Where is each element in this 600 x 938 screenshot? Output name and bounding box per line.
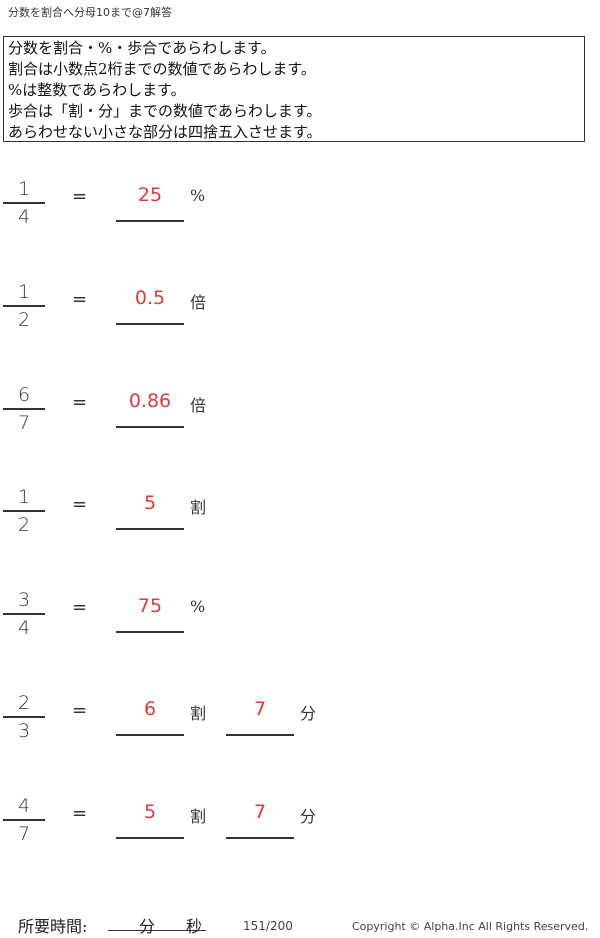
unit-label: % (190, 597, 206, 616)
problem-7: 4 7 = 5 割 7 分 (0, 795, 600, 863)
numerator: 6 (17, 384, 31, 406)
answer-line-2 (226, 734, 294, 736)
fraction-bar (3, 613, 45, 615)
fraction-bar (3, 408, 45, 410)
equals-sign: = (72, 597, 88, 618)
answer-value: 0.86 (128, 390, 172, 412)
denominator: 2 (17, 309, 31, 331)
answer-value: 0.5 (134, 287, 166, 309)
answer-value: 5 (143, 492, 157, 514)
unit-label-2: 分 (300, 807, 317, 826)
answer-line (116, 323, 184, 325)
answer-line-2 (226, 837, 294, 839)
instructions-box: 分数を割合・%・歩合であらわします。 割合は小数点2桁までの数値であらわします。… (3, 36, 585, 142)
unit-label: 倍 (190, 396, 207, 415)
fraction-bar (3, 819, 45, 821)
answer-line (116, 631, 184, 633)
numerator: 4 (17, 795, 31, 817)
fraction-bar (3, 716, 45, 718)
answer-value: 5 (143, 801, 157, 823)
equals-sign: = (72, 803, 88, 824)
fraction-bar (3, 202, 45, 204)
problem-5: 3 4 = 75 % (0, 589, 600, 657)
seconds-label: 秒 (186, 917, 203, 936)
answer-line (116, 426, 184, 428)
time-line (108, 930, 206, 931)
instruction-line: あらわせない小さな部分は四捨五入させます。 (8, 123, 322, 141)
numerator: 1 (17, 281, 31, 303)
worksheet-title: 分数を割合へ分母10まで@7解答 (8, 6, 172, 19)
answer-value-2: 7 (253, 698, 267, 720)
denominator: 2 (17, 514, 31, 536)
answer-line (116, 528, 184, 530)
instruction-line: %は整数であらわします。 (8, 81, 186, 99)
problem-4: 1 2 = 5 割 (0, 486, 600, 554)
denominator: 7 (17, 412, 31, 434)
numerator: 2 (17, 692, 31, 714)
fraction-bar (3, 510, 45, 512)
time-label: 所要時間: (18, 917, 88, 936)
answer-line (116, 837, 184, 839)
answer-value-2: 7 (253, 801, 267, 823)
problem-3: 6 7 = 0.86 倍 (0, 384, 600, 452)
denominator: 4 (17, 617, 31, 639)
page-number: 151/200 (243, 919, 293, 933)
equals-sign: = (72, 186, 88, 207)
denominator: 7 (17, 823, 31, 845)
problem-1: 1 4 = 25 % (0, 178, 600, 246)
denominator: 3 (17, 720, 31, 742)
copyright-text: Copyright © Alpha.Inc All Rights Reserve… (352, 920, 589, 933)
problem-6: 2 3 = 6 割 7 分 (0, 692, 600, 760)
instruction-line: 分数を割合・%・歩合であらわします。 (8, 39, 276, 57)
instruction-line: 歩合は「割・分」までの数値であらわします。 (8, 102, 322, 120)
minutes-label: 分 (139, 917, 156, 936)
equals-sign: = (72, 392, 88, 413)
fraction-bar (3, 305, 45, 307)
unit-label: 割 (190, 498, 207, 517)
numerator: 1 (17, 486, 31, 508)
unit-label: 倍 (190, 293, 207, 312)
unit-label-2: 分 (300, 704, 317, 723)
equals-sign: = (72, 289, 88, 310)
answer-line (116, 220, 184, 222)
unit-label: % (190, 186, 206, 205)
numerator: 3 (17, 589, 31, 611)
answer-value: 75 (137, 595, 163, 617)
equals-sign: = (72, 700, 88, 721)
answer-value: 25 (137, 184, 163, 206)
problem-2: 1 2 = 0.5 倍 (0, 281, 600, 349)
answer-value: 6 (143, 698, 157, 720)
instruction-line: 割合は小数点2桁までの数値であらわします。 (8, 60, 316, 78)
answer-line (116, 734, 184, 736)
denominator: 4 (17, 206, 31, 228)
numerator: 1 (17, 178, 31, 200)
equals-sign: = (72, 494, 88, 515)
unit-label: 割 (190, 807, 207, 826)
unit-label: 割 (190, 704, 207, 723)
